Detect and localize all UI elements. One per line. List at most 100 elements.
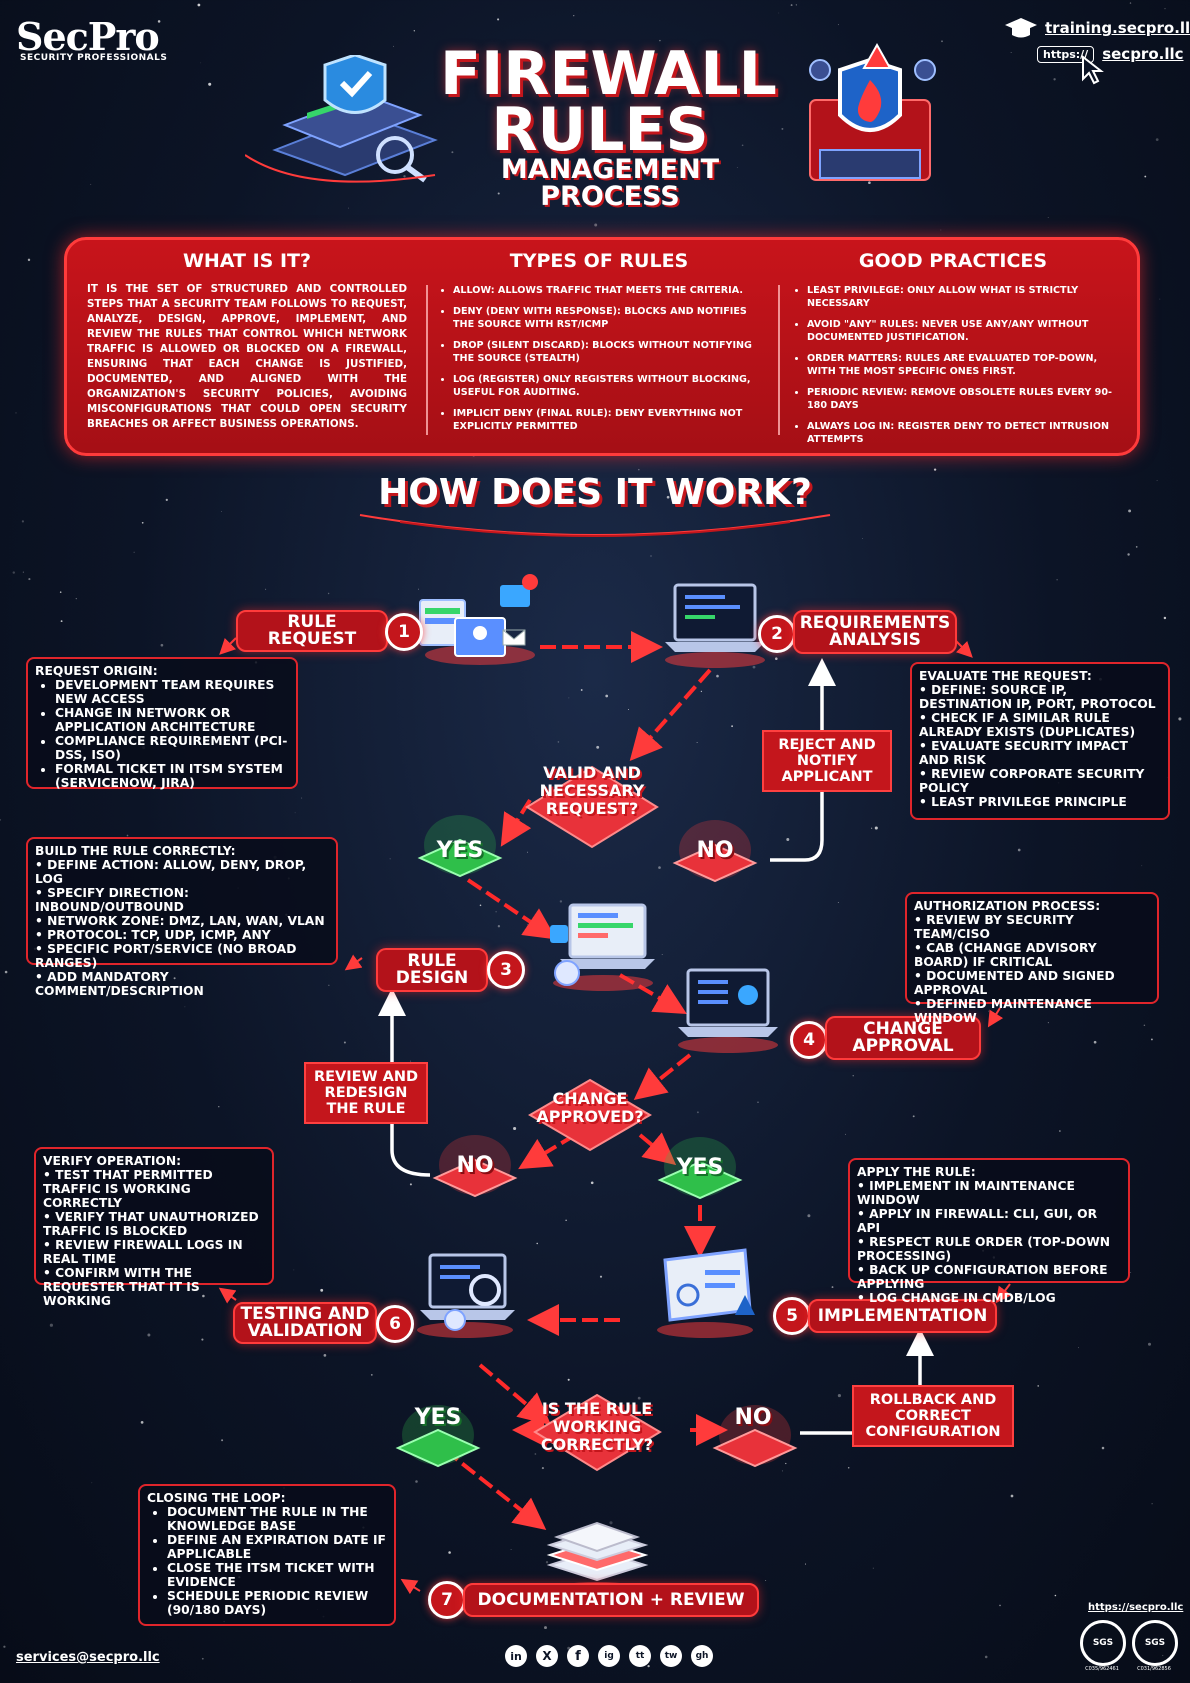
authorization-item: • DEFINED MAINTENANCE WINDOW bbox=[914, 997, 1092, 1025]
step-3-label-line1: RULE bbox=[407, 951, 457, 971]
decision-2-question: CHANGE APPROVED? bbox=[515, 1090, 665, 1126]
decision-3-line2: WORKING bbox=[552, 1417, 642, 1436]
training-link[interactable]: training.secpro.llc bbox=[1045, 19, 1190, 37]
analysis-laptop-illustration bbox=[665, 583, 765, 668]
linkedin-icon[interactable]: in bbox=[505, 1645, 527, 1667]
decision-3-diamond bbox=[533, 1393, 662, 1472]
practice-avoid-any: Avoid "Any" Rules: Never use any/any wit… bbox=[807, 318, 1113, 344]
step-1-label-line2: REQUEST bbox=[267, 629, 357, 649]
url-prefix-badge: https:// bbox=[1037, 45, 1095, 63]
decision-3-line3: CORRECTLY? bbox=[540, 1435, 654, 1454]
decision-2-yes: YES bbox=[676, 1155, 724, 1180]
types-of-rules-section: TYPES OF RULES Allow: Allows traffic tha… bbox=[439, 250, 759, 441]
review-redesign-label: REVIEW AND REDESIGN THE RULE bbox=[304, 1062, 428, 1124]
decision-1-question: VALID AND NECESSARY REQUEST? bbox=[512, 764, 672, 818]
closing-title: CLOSING THE LOOP: bbox=[147, 1491, 286, 1505]
closing-item: SCHEDULE PERIODIC REVIEW (90/180 DAYS) bbox=[167, 1589, 387, 1617]
decision-3-no: NO bbox=[734, 1405, 772, 1430]
rollback-correct-label: ROLLBACK AND CORRECT CONFIGURATION bbox=[852, 1385, 1014, 1447]
apply-item: • IMPLEMENT IN MAINTENANCE WINDOW bbox=[857, 1179, 1075, 1207]
step-7-label: DOCUMENTATION + REVIEW bbox=[477, 1589, 745, 1610]
decision-2-no: NO bbox=[456, 1153, 494, 1178]
site-link[interactable]: secpro.llc bbox=[1102, 45, 1184, 63]
testing-laptop-illustration bbox=[417, 1253, 515, 1338]
step-5-label: IMPLEMENTATION bbox=[817, 1305, 988, 1326]
social-icons-row: in X f ig tt tw gh bbox=[505, 1645, 713, 1667]
documents-stack-illustration bbox=[546, 1521, 649, 1598]
rollback-line3: CONFIGURATION bbox=[865, 1424, 1001, 1440]
practice-least-privilege: Least Privilege: Only allow what is stri… bbox=[807, 284, 1113, 310]
review-line3: THE RULE bbox=[326, 1101, 406, 1117]
type-deny: Deny (Deny with Response): Blocks and no… bbox=[453, 305, 759, 331]
reject-notify-label: REJECT AND NOTIFY APPLICANT bbox=[762, 730, 892, 792]
how-does-it-work-title: HOW DOES IT WORK? bbox=[378, 472, 812, 513]
github-icon[interactable]: gh bbox=[691, 1645, 713, 1667]
closing-item: CLOSE THE ITSM TICKET WITH EVIDENCE bbox=[167, 1561, 387, 1589]
yes-3-glow bbox=[395, 1405, 481, 1468]
step-3-rule-design: RULE DESIGN bbox=[376, 948, 488, 992]
x-twitter-icon[interactable]: X bbox=[536, 1645, 558, 1667]
implementation-code-illustration bbox=[657, 1248, 755, 1338]
closing-loop-box: CLOSING THE LOOP: DOCUMENT THE RULE IN T… bbox=[138, 1484, 396, 1626]
good-practices-section: GOOD PRACTICES Least Privilege: Only all… bbox=[793, 250, 1113, 454]
logo-text: SecPro bbox=[16, 14, 160, 59]
what-is-it-section: WHAT IS IT? It is the set of structured … bbox=[87, 250, 407, 432]
verify-item: • CONFIRM WITH THE REQUESTER THAT IT IS … bbox=[43, 1266, 200, 1308]
step-4-change-approval: CHANGE APPROVAL bbox=[825, 1016, 981, 1060]
tiktok-icon[interactable]: tt bbox=[629, 1645, 651, 1667]
request-origin-item: COMPLIANCE REQUIREMENT (PCI-DSS, ISO) bbox=[55, 734, 289, 762]
decision-1-diamond bbox=[525, 765, 659, 849]
apply-item: • LOG CHANGE IN CMDB/LOG bbox=[857, 1291, 1056, 1305]
step-4-label-line2: APPROVAL bbox=[852, 1036, 954, 1056]
apply-rule-box: APPLY THE RULE: • IMPLEMENT IN MAINTENAN… bbox=[848, 1158, 1130, 1305]
apply-item: • BACK UP CONFIGURATION BEFORE APPLYING bbox=[857, 1263, 1108, 1291]
build-item: • PROTOCOL: TCP, UDP, ICMP, ANY bbox=[35, 928, 271, 942]
decision-2-line2: APPROVED? bbox=[536, 1107, 644, 1126]
evaluate-item: • DEFINE: SOURCE IP, DESTINATION IP, POR… bbox=[919, 683, 1156, 711]
step-6-label-line1: TESTING AND bbox=[240, 1304, 370, 1324]
practice-periodic-review: Periodic Review: Remove obsolete rules e… bbox=[807, 386, 1113, 412]
step-4-label-line1: CHANGE bbox=[863, 1019, 943, 1039]
approval-laptop-illustration bbox=[678, 968, 778, 1053]
what-is-it-heading: WHAT IS IT? bbox=[182, 250, 312, 272]
fire-shield-illustration bbox=[809, 42, 936, 181]
build-item: • NETWORK ZONE: DMZ, LAN, WAN, VLAN bbox=[35, 914, 325, 928]
decision-1-yes: YES bbox=[436, 838, 484, 863]
closing-item: DEFINE AN EXPIRATION DATE IF APPLICABLE bbox=[167, 1533, 387, 1561]
twitch-icon[interactable]: tw bbox=[660, 1645, 682, 1667]
instagram-icon[interactable]: ig bbox=[598, 1645, 620, 1667]
evaluate-request-box: EVALUATE THE REQUEST: • DEFINE: SOURCE I… bbox=[910, 662, 1170, 820]
decision-1-no: NO bbox=[696, 838, 734, 863]
practice-always-log: Always Log in: Register deny to detect i… bbox=[807, 420, 1113, 446]
verify-title: VERIFY OPERATION: bbox=[43, 1154, 182, 1168]
step-1-number: 1 bbox=[385, 613, 423, 651]
request-devices-illustration bbox=[419, 574, 538, 665]
request-origin-title: REQUEST ORIGIN: bbox=[35, 664, 158, 678]
sgs-badge-2-circle: SGS bbox=[1132, 1620, 1178, 1666]
build-item: • DEFINE ACTION: ALLOW, DENY, DROP, LOG bbox=[35, 858, 307, 886]
build-item: • SPECIFY DIRECTION: INBOUND/OUTBOUND bbox=[35, 886, 189, 914]
step-2-label-line1: REQUIREMENTS bbox=[799, 613, 951, 633]
footer-site-link[interactable]: https://secpro.llc bbox=[1088, 1602, 1184, 1613]
decision-1-line2: NECESSARY bbox=[539, 781, 645, 800]
verify-item: • TEST THAT PERMITTED TRAFFIC IS WORKING… bbox=[43, 1168, 213, 1210]
title-swoosh bbox=[359, 514, 831, 537]
request-origin-item: DEVELOPMENT TEAM REQUIRES NEW ACCESS bbox=[55, 678, 289, 706]
apply-item: • RESPECT RULE ORDER (TOP-DOWN PROCESSIN… bbox=[857, 1235, 1111, 1263]
evaluate-item: • LEAST PRIVILEGE PRINCIPLE bbox=[919, 795, 1127, 809]
step-7-number: 7 bbox=[428, 1581, 466, 1619]
sgs-badge-2-code: C031/962856 bbox=[1137, 1666, 1171, 1672]
graduation-cap-icon bbox=[1005, 18, 1037, 38]
footer-email-link[interactable]: services@secpro.llc bbox=[16, 1650, 160, 1665]
facebook-icon[interactable]: f bbox=[567, 1645, 589, 1667]
evaluate-item: • REVIEW CORPORATE SECURITY POLICY bbox=[919, 767, 1145, 795]
step-2-requirements-analysis: REQUIREMENTS ANALYSIS bbox=[793, 610, 957, 654]
rollback-line1: ROLLBACK AND bbox=[869, 1392, 997, 1408]
build-rule-box: BUILD THE RULE CORRECTLY: • DEFINE ACTIO… bbox=[26, 837, 338, 998]
title-line-1: FIREWALL bbox=[440, 39, 777, 109]
no-2-glow bbox=[432, 1135, 518, 1198]
authorization-box: AUTHORIZATION PROCESS: • REVIEW BY SECUR… bbox=[905, 892, 1159, 1025]
request-origin-item: FORMAL TICKET IN ITSM SYSTEM (SERVICENOW… bbox=[55, 762, 289, 790]
apply-title: APPLY THE RULE: bbox=[857, 1165, 976, 1179]
sgs-cert-badge-2: SGS C031/962856 bbox=[1132, 1620, 1178, 1672]
